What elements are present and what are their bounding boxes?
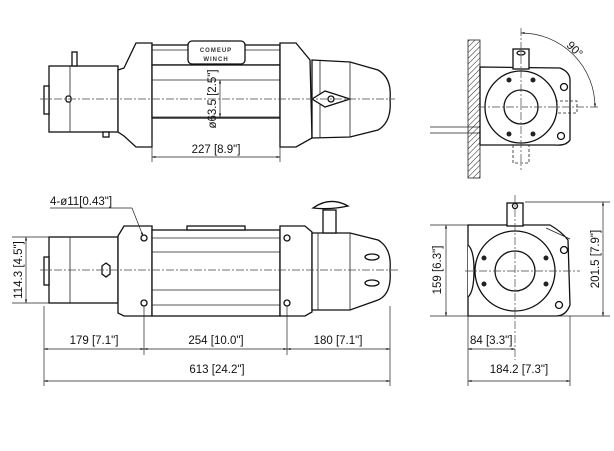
rotation-arc bbox=[520, 31, 597, 108]
logo-plate bbox=[187, 40, 246, 65]
mounting-view: 90° bbox=[430, 28, 600, 179]
gearbox bbox=[311, 232, 391, 311]
dim-seg-right: 180 [7.1"] bbox=[314, 335, 363, 347]
right-end-plate bbox=[279, 42, 313, 148]
mounting-wall bbox=[467, 39, 481, 179]
dim-seg-left: 179 [7.1"] bbox=[70, 335, 119, 347]
dim-body-height: 159 [6.3"] bbox=[432, 246, 444, 295]
dim-width: 184.2 [7.3"] bbox=[490, 364, 548, 376]
motor-terminal bbox=[71, 51, 78, 67]
mount-hole bbox=[140, 299, 148, 307]
dim-seg-mid: 254 [10.0"] bbox=[188, 335, 243, 347]
front-view: 4-ø11[0.43"] 114.3 [4.5"] 179 [7.1"] 254… bbox=[12, 196, 398, 386]
top-view: COMEUP WINCH 227 [8.9"] ø63.5 [2.5"] bbox=[40, 40, 395, 162]
dim-motor-height: 114.3 [4.5"] bbox=[13, 241, 25, 299]
mount-hole bbox=[283, 299, 291, 307]
drum bbox=[151, 229, 281, 317]
side-view: 159 [6.3"] 201.5 [7.9"] 84 [3.3"] 184.2 … bbox=[430, 195, 610, 386]
angle-label: 90° bbox=[564, 39, 585, 60]
dim-drum-diameter: ø63.5 [2.5"] bbox=[207, 69, 219, 128]
left-end-plate bbox=[117, 42, 153, 148]
mount-hole bbox=[283, 234, 291, 242]
dim-total-height: 201.5 [7.9"] bbox=[590, 230, 602, 288]
drum bbox=[151, 64, 281, 119]
dim-offset: 84 [3.3"] bbox=[470, 335, 512, 347]
clutch-handle bbox=[322, 209, 337, 234]
logo-text: COMEUP bbox=[200, 48, 232, 54]
hole-callout: 4-ø11[0.43"] bbox=[50, 196, 112, 208]
mount-hole bbox=[140, 234, 148, 242]
right-end-plate bbox=[279, 225, 313, 317]
dim-overall-length: 613 [24.2"] bbox=[189, 364, 244, 376]
dim-drum-length: 227 [8.9"] bbox=[192, 144, 241, 156]
logo-text: WINCH bbox=[203, 57, 228, 63]
